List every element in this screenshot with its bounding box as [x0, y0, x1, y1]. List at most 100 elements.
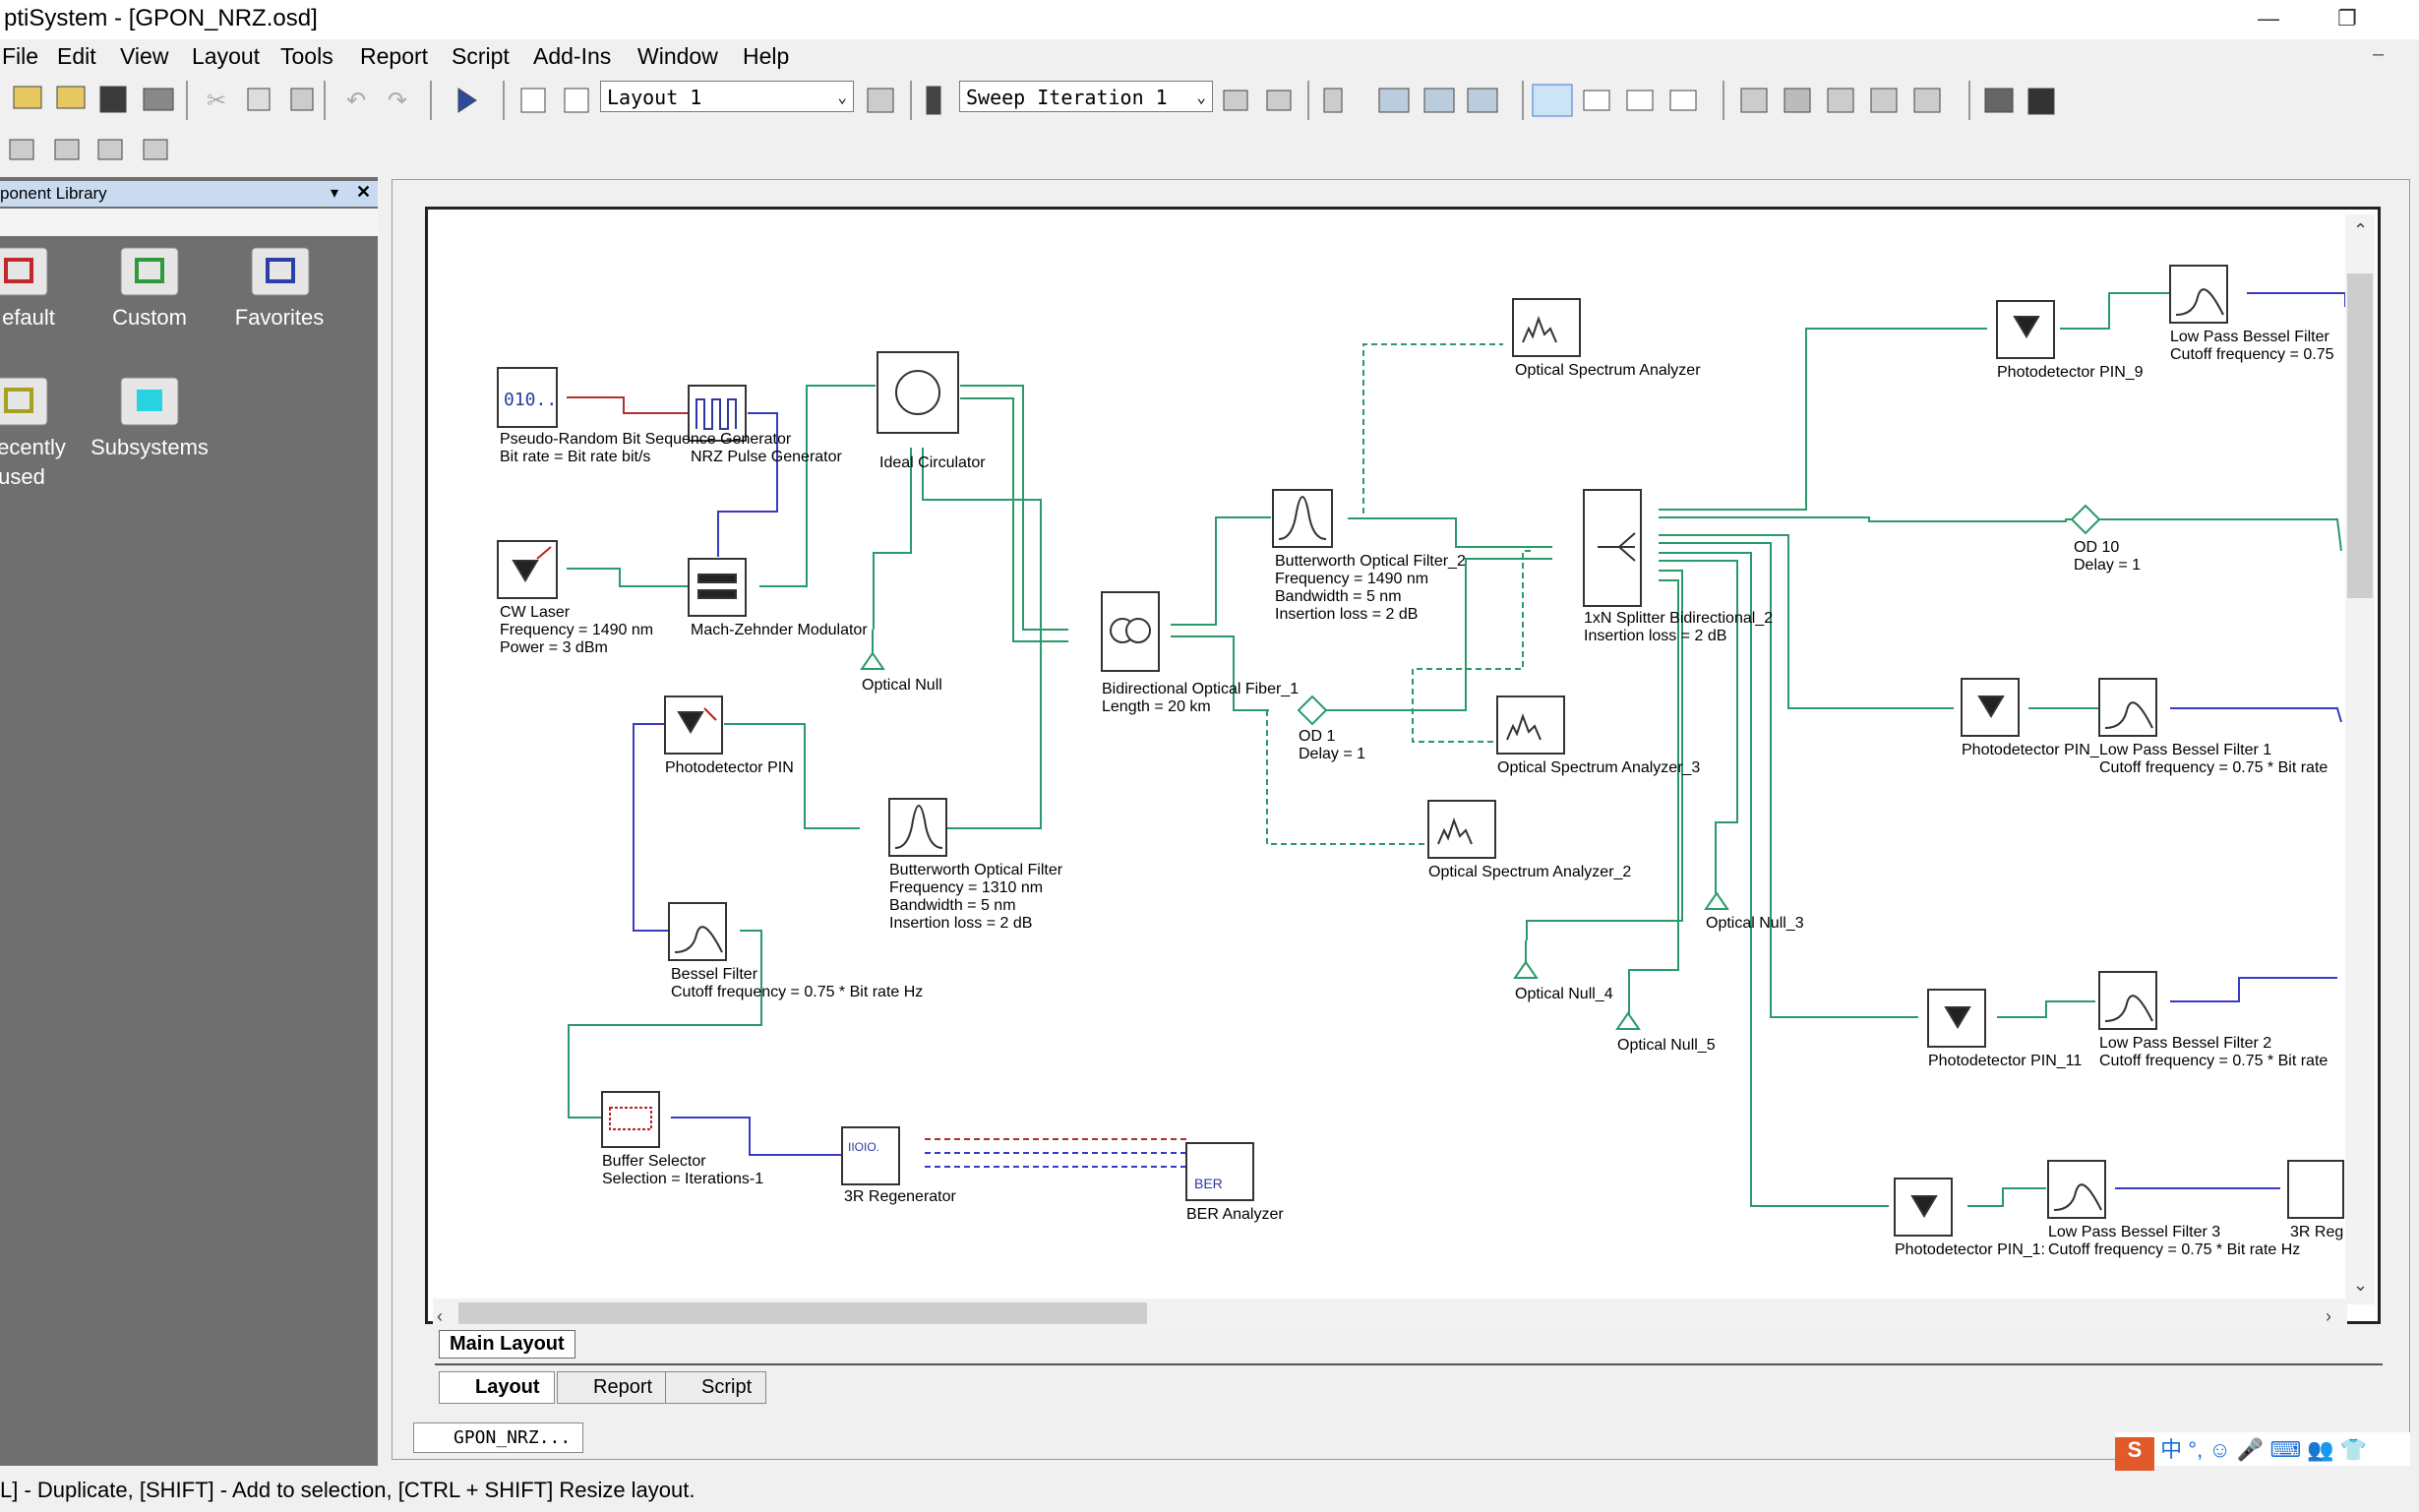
calc-icon[interactable] [867, 88, 894, 113]
menu-addins[interactable]: Add-Ins [533, 43, 612, 69]
tool-row2-icon-1[interactable] [9, 139, 34, 160]
menu-tools[interactable]: Tools [280, 43, 333, 69]
add-layout-icon[interactable] [520, 88, 546, 113]
pd-pin-block[interactable] [664, 696, 723, 755]
tool-row2-icon-4[interactable] [143, 139, 168, 160]
optical-null-block[interactable] [860, 630, 885, 670]
ime-punct-icon[interactable]: °, [2188, 1437, 2204, 1462]
tab-layout[interactable]: Layout [439, 1371, 555, 1404]
export-icon[interactable] [1984, 88, 2014, 113]
open-project-icon[interactable] [56, 86, 86, 109]
od1-block[interactable] [1297, 695, 1328, 726]
minimize-button[interactable]: — [2258, 6, 2279, 30]
view-icon-1[interactable] [1378, 88, 1410, 113]
splitter-block[interactable] [1583, 489, 1642, 607]
null3-block[interactable] [1704, 891, 1729, 910]
redo-icon[interactable]: ↷ [388, 88, 407, 114]
horizontal-scroll-thumb[interactable] [458, 1302, 1147, 1324]
tool-icon-4[interactable] [1870, 88, 1898, 113]
folder-recently-used[interactable] [0, 377, 48, 426]
folder-default[interactable] [0, 247, 48, 296]
nrz-pulse-generator-block[interactable] [688, 385, 747, 442]
copy-icon[interactable] [247, 88, 271, 111]
view-icon-3[interactable] [1467, 88, 1498, 113]
scroll-up-icon[interactable]: ⌃ [2353, 220, 2368, 240]
save-icon[interactable] [99, 86, 127, 113]
sweep-next-icon[interactable] [1266, 90, 1292, 111]
print-icon[interactable] [143, 88, 174, 111]
tab-main-layout[interactable]: Main Layout [439, 1330, 575, 1359]
tool-icon-1[interactable] [1740, 88, 1768, 113]
layout-canvas[interactable] [425, 207, 2381, 1324]
pdx-block[interactable] [1961, 678, 2020, 737]
tool-row2-icon-2[interactable] [54, 139, 80, 160]
lpf3-block[interactable] [2047, 1160, 2106, 1219]
close-icon[interactable]: ✕ [356, 182, 372, 202]
document-tab[interactable]: GPON_NRZ... [413, 1422, 584, 1453]
fiber-block[interactable] [1101, 591, 1160, 672]
sweep-prev-icon[interactable] [1223, 90, 1248, 111]
circulator-block[interactable] [877, 351, 959, 434]
undo-icon[interactable]: ↶ [346, 88, 366, 114]
cw-laser-block[interactable] [497, 540, 558, 599]
scroll-right-icon[interactable]: › [2326, 1306, 2331, 1326]
scroll-left-icon[interactable]: ‹ [437, 1306, 443, 1326]
layout-view-4-icon[interactable] [1669, 90, 1697, 111]
menu-report[interactable]: Report [360, 43, 429, 69]
sweep-icon[interactable] [926, 86, 941, 115]
pd11-block[interactable] [1927, 989, 1986, 1048]
ime-mic-icon[interactable]: 🎤 [2236, 1437, 2265, 1462]
bof-block[interactable] [888, 798, 947, 857]
menu-view[interactable]: View [120, 43, 169, 69]
pd9-block[interactable] [1996, 300, 2055, 359]
folder-favorites[interactable] [251, 247, 310, 296]
folder-custom[interactable] [120, 247, 179, 296]
prbs-generator-block[interactable]: 010.. [497, 367, 558, 428]
tool-icon-2[interactable] [1784, 88, 1811, 113]
menu-layout[interactable]: Layout [192, 43, 261, 69]
vertical-scroll-thumb[interactable] [2347, 273, 2373, 598]
ime-logo-icon[interactable]: S [2115, 1437, 2154, 1471]
null5-block[interactable] [1615, 1011, 1641, 1030]
ime-chinese-icon[interactable]: 中 [2160, 1437, 2183, 1462]
sweep-select[interactable]: Sweep Iteration 1⌄ [959, 81, 1213, 112]
layout-view-active-icon[interactable] [1532, 84, 1573, 117]
lpf2-block[interactable] [2098, 971, 2157, 1030]
tab-script[interactable]: Script [665, 1371, 767, 1404]
3r-regen-right-block[interactable] [2287, 1160, 2344, 1219]
menu-window[interactable]: Window [637, 43, 718, 69]
folder-subsystems[interactable] [120, 377, 179, 426]
tool-row2-icon-3[interactable] [97, 139, 123, 160]
od10-block[interactable] [2070, 504, 2101, 535]
lpf1-block[interactable] [2098, 678, 2157, 737]
3r-regenerator-block[interactable]: IIOIO. [841, 1126, 900, 1185]
mdi-minimize-button[interactable]: – [2373, 43, 2385, 65]
layout-view-3-icon[interactable] [1626, 90, 1654, 111]
ime-users-icon[interactable]: 👥 [2307, 1437, 2334, 1462]
osa3-block[interactable] [1496, 696, 1565, 755]
menu-script[interactable]: Script [452, 43, 510, 69]
run-icon[interactable] [457, 88, 477, 113]
tool-icon-3[interactable] [1827, 88, 1854, 113]
osa2-block[interactable] [1427, 800, 1496, 859]
ime-emoji-icon[interactable]: ☺ [2208, 1437, 2231, 1462]
save-as-icon[interactable] [2027, 88, 2055, 115]
lpf-block[interactable] [2169, 265, 2228, 324]
ber-analyzer-block[interactable]: BER [1185, 1142, 1254, 1201]
bof2-block[interactable] [1272, 489, 1333, 548]
report-icon[interactable] [1323, 88, 1343, 113]
view-icon-2[interactable] [1423, 88, 1455, 113]
mzm-block[interactable] [688, 558, 747, 617]
ime-skin-icon[interactable]: 👕 [2339, 1437, 2368, 1462]
scroll-down-icon[interactable]: ⌄ [2353, 1275, 2368, 1295]
layout-select[interactable]: Layout 1⌄ [600, 81, 854, 112]
layout-view-2-icon[interactable] [1583, 90, 1610, 111]
buffer-selector-block[interactable] [601, 1091, 660, 1148]
pd12-block[interactable] [1894, 1178, 1953, 1237]
paste-icon[interactable] [290, 88, 314, 111]
menu-edit[interactable]: Edit [57, 43, 96, 69]
osa-block[interactable] [1512, 298, 1581, 357]
restore-button[interactable]: ❐ [2337, 6, 2357, 30]
null4-block[interactable] [1513, 940, 1539, 979]
cut-icon[interactable]: ✂ [207, 88, 226, 114]
